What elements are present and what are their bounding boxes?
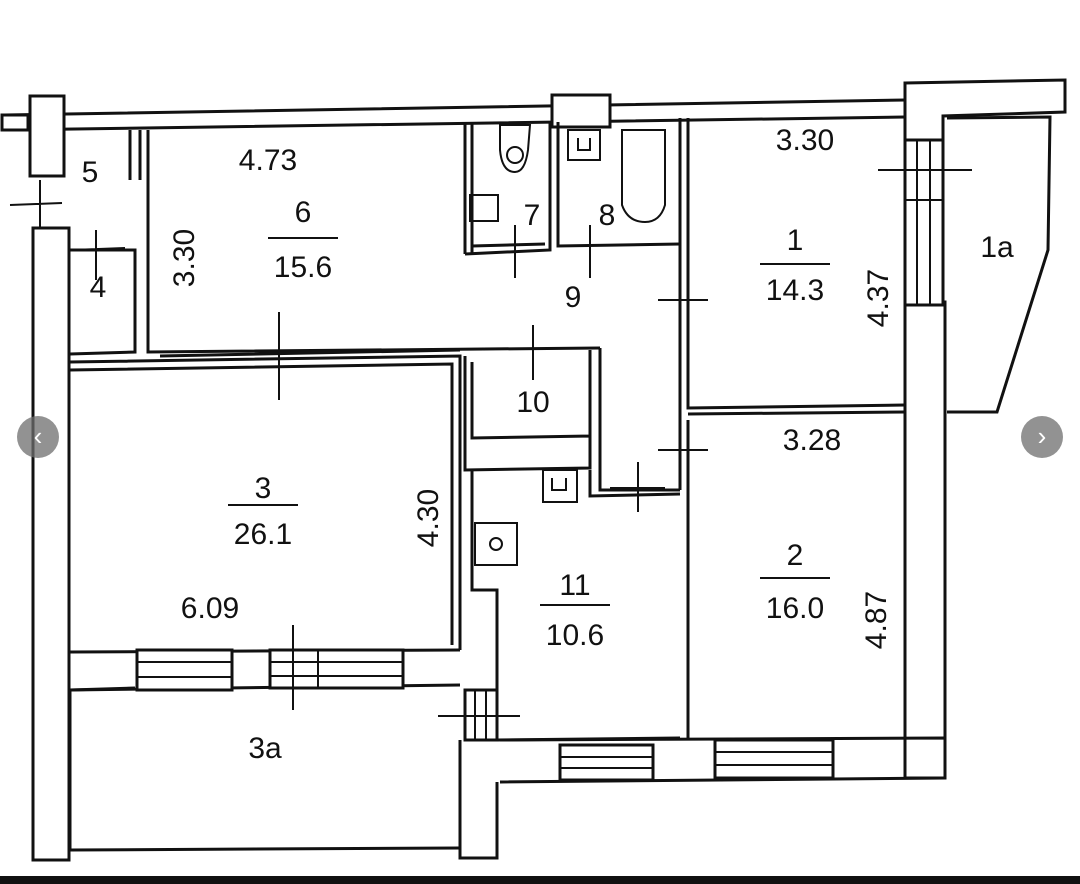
dimension-4-73: 4.73 (239, 144, 297, 177)
room-label-7: 7 (524, 199, 541, 232)
room-6: 6 15.6 (268, 196, 338, 284)
room-number: 1 (787, 224, 804, 257)
dimension-4-30: 4.30 (412, 489, 445, 547)
room-label-5: 5 (82, 156, 99, 189)
dimension-3-30-top: 3.30 (776, 124, 834, 157)
room-3: 3 26.1 (228, 472, 298, 551)
fixtures (469, 124, 666, 566)
room-number: 11 (559, 569, 590, 602)
dimension-4-37: 4.37 (862, 269, 895, 327)
room-number: 2 (787, 539, 804, 572)
room-label-8: 8 (599, 199, 616, 232)
room-label-10: 10 (516, 386, 549, 419)
dimension-6-09: 6.09 (181, 592, 239, 625)
dimension-3-28: 3.28 (783, 424, 841, 457)
bottom-bar (0, 876, 1080, 884)
door-marks (9, 169, 972, 717)
windows (135, 138, 945, 782)
chevron-left-icon: ‹ (33, 421, 43, 451)
room-area: 16.0 (766, 592, 824, 625)
room-area: 26.1 (234, 518, 292, 551)
room-area: 15.6 (274, 251, 332, 284)
dimension-4-87: 4.87 (860, 591, 893, 649)
room-1: 1 14.3 (760, 224, 830, 307)
partitions (69, 118, 906, 742)
room-label-4: 4 (90, 271, 107, 304)
room-number: 6 (295, 196, 312, 229)
room-label-3a: 3а (248, 732, 282, 765)
previous-image-button[interactable]: ‹ (17, 416, 59, 458)
room-area: 10.6 (546, 619, 604, 652)
room-number: 3 (255, 472, 272, 505)
room-label-1a: 1а (980, 231, 1014, 264)
chevron-right-icon: › (1037, 421, 1047, 451)
dimension-3-30-left: 3.30 (168, 229, 201, 287)
next-image-button[interactable]: › (1021, 416, 1063, 458)
room-area: 14.3 (766, 274, 824, 307)
room-label-9: 9 (565, 281, 582, 314)
room-11: 11 10.6 (540, 569, 610, 652)
room-2: 2 16.0 (760, 539, 830, 625)
